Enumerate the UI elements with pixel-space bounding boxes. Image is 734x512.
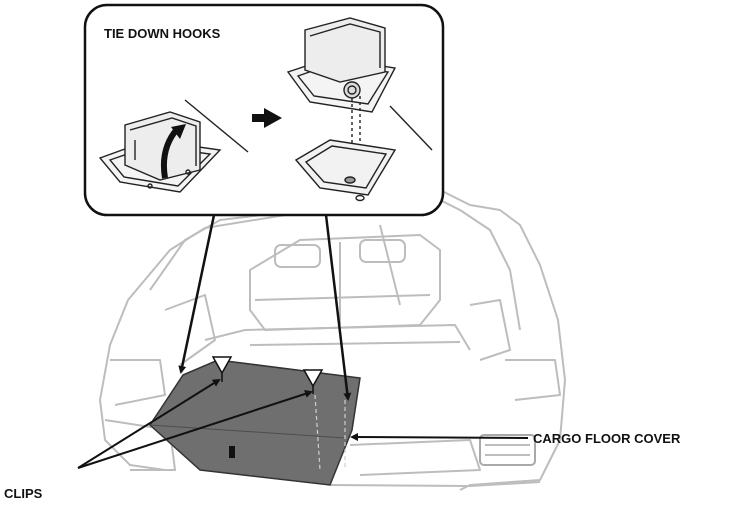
leader-arrow-left [178,214,216,374]
clip-marker-left [211,356,233,382]
clips-leader-1 [77,378,221,469]
transition-arrow-icon [252,108,282,128]
tie-down-hook-raised-icon [286,17,433,202]
leader-arrow-right [324,214,352,401]
cargo-floor-cover [149,359,361,486]
cargo-cover-leader [350,433,529,442]
cargo-floor-cover-label: CARGO FLOOR COVER [533,431,681,446]
inset-title: TIE DOWN HOOKS [104,26,221,41]
clip-marker-right [302,369,324,394]
clips-label: CLIPS [4,486,43,501]
car-rear-drawing [99,189,566,491]
handle-icon [229,446,235,458]
tie-down-hooks-inset: TIE DOWN HOOKS [83,3,445,217]
clips-leader-2 [77,390,313,469]
